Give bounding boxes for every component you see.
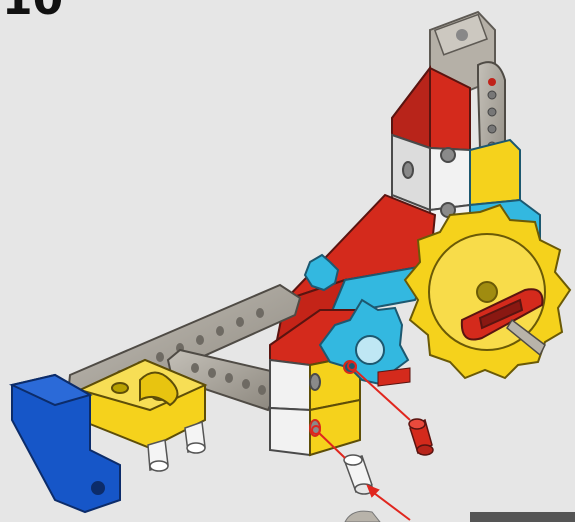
offpage-part bbox=[345, 511, 575, 522]
red-pin-part bbox=[409, 419, 433, 455]
arrow-from-below bbox=[370, 490, 410, 520]
